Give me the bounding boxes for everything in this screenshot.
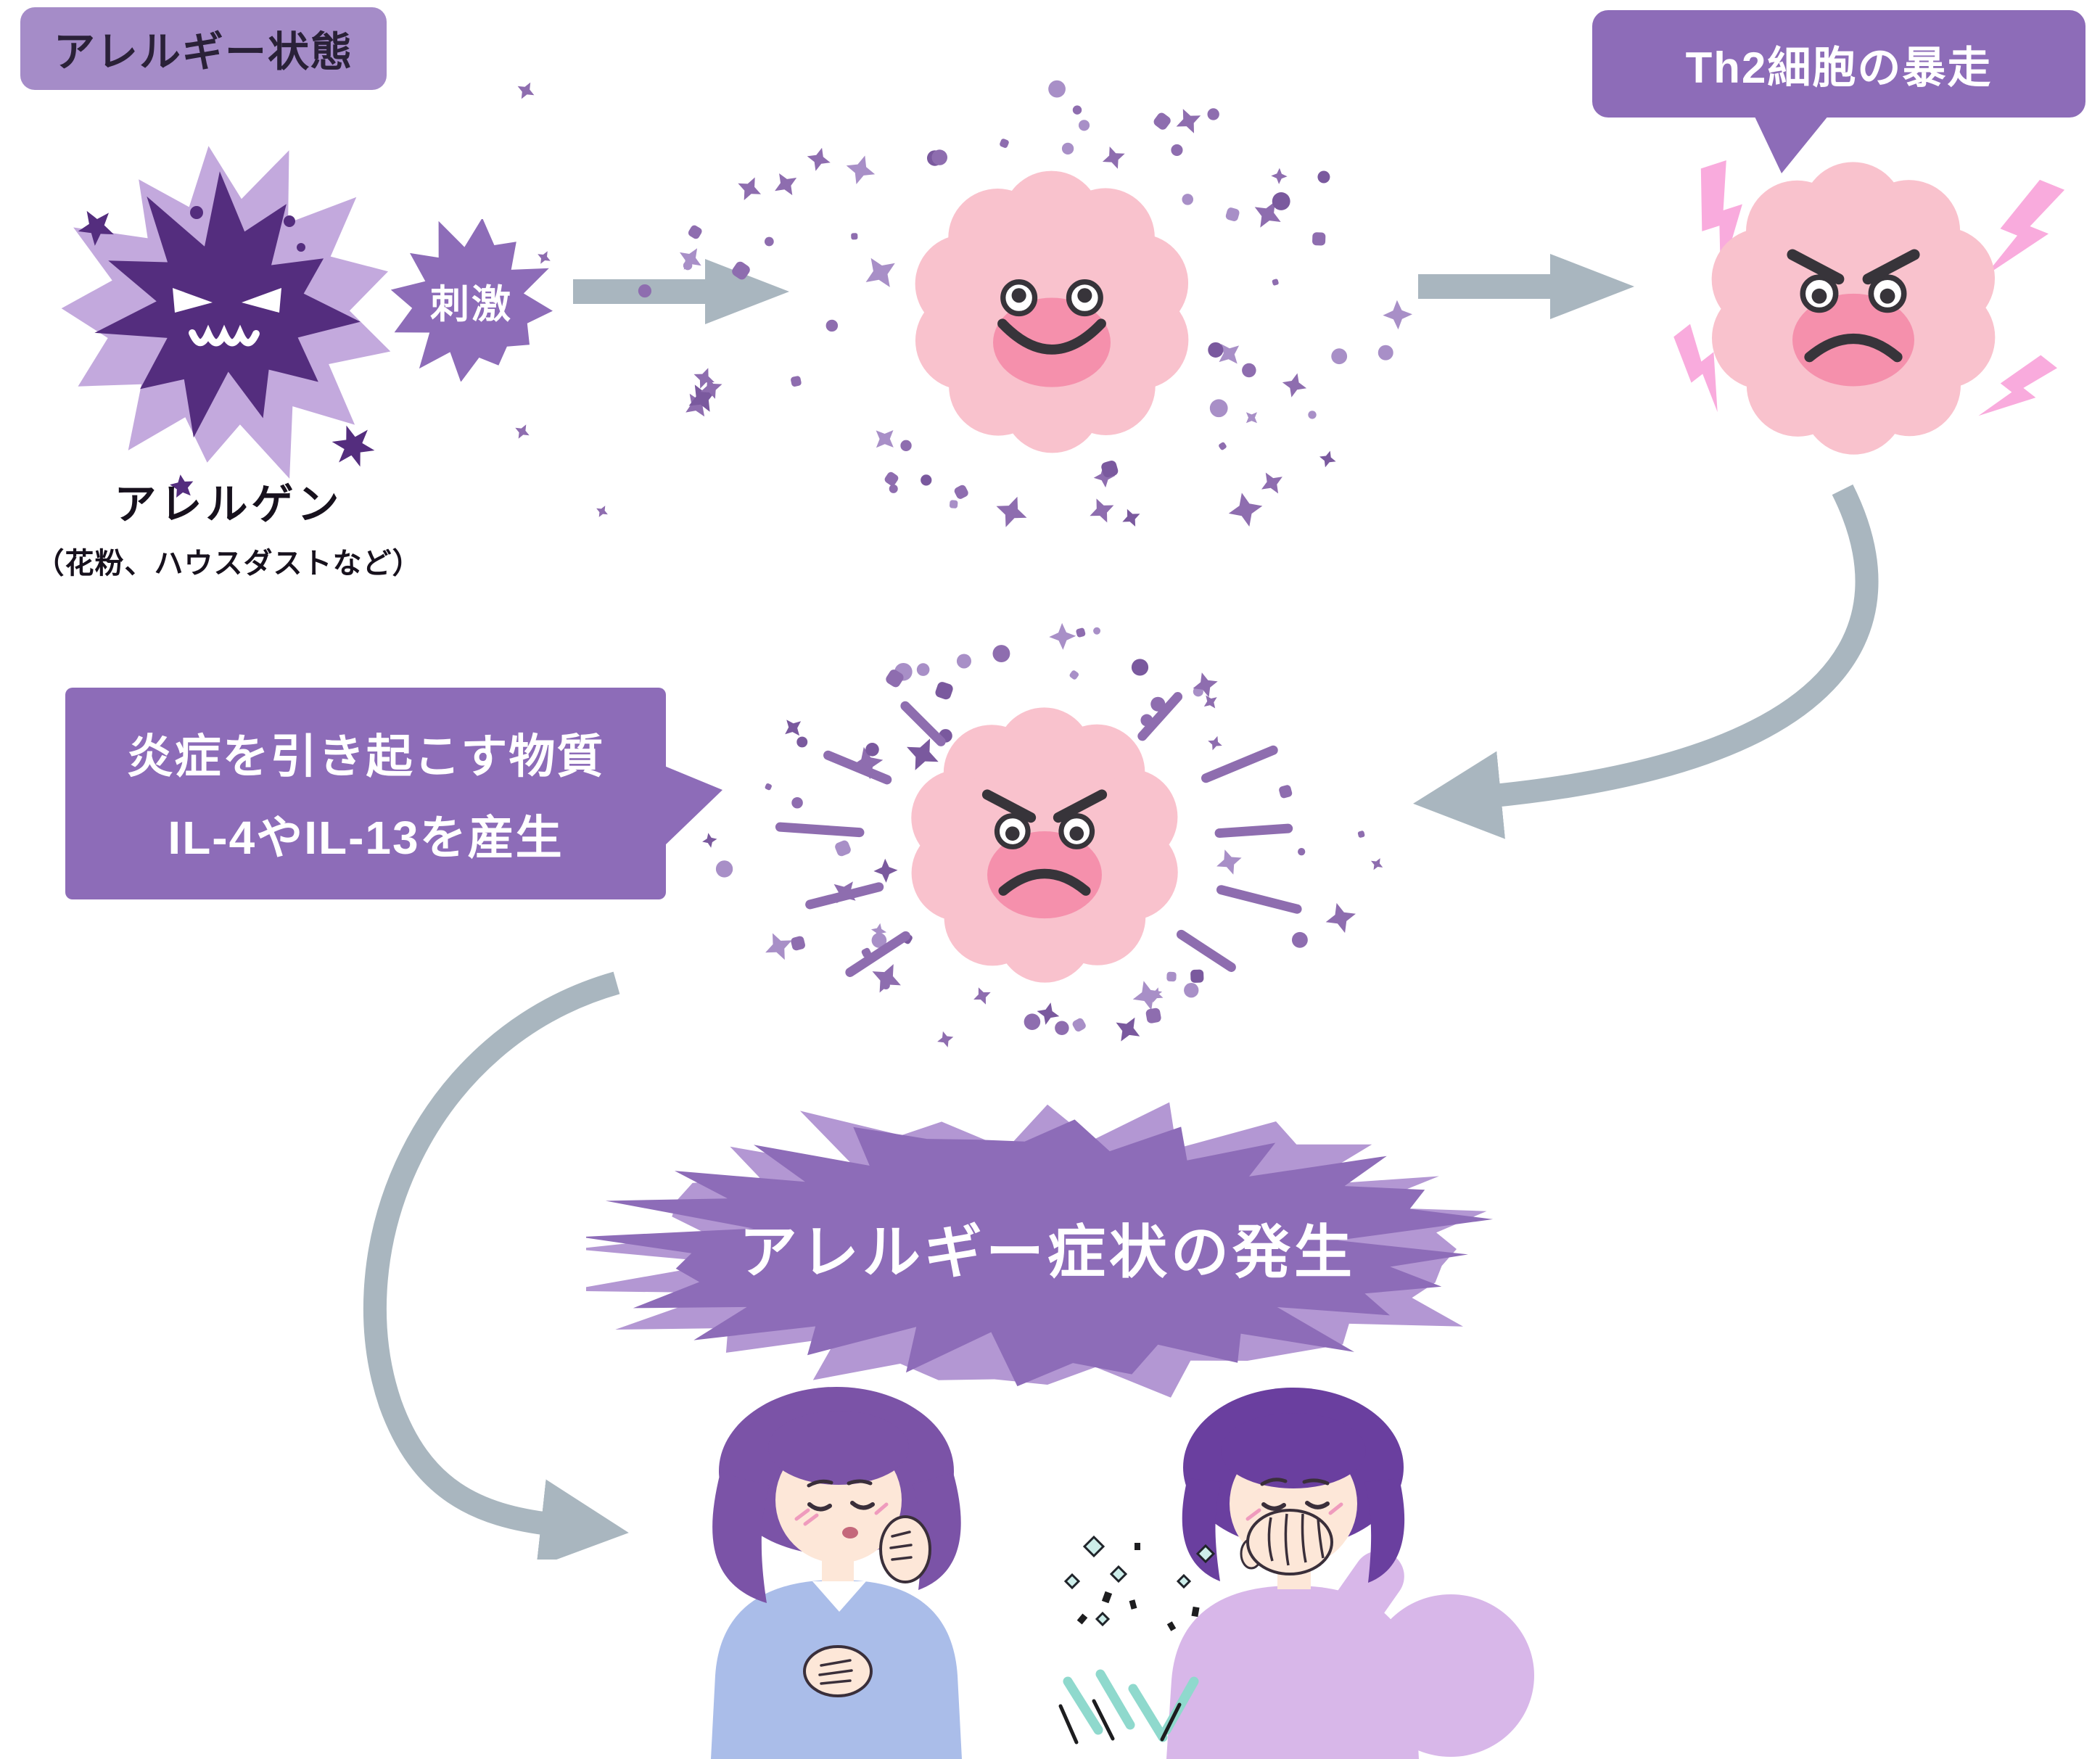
sneezing-people-illustration [711, 1387, 1534, 1759]
il-bubble-line2: IL-4やIL-13を産生 [168, 812, 564, 864]
curved-arrow-to-symptoms [363, 971, 629, 1560]
state-badge: アレルギー状態 [20, 7, 387, 90]
sneeze-particles [1058, 1535, 1216, 1744]
stimulus-label: 刺激 [430, 282, 513, 326]
cell-happy-body [915, 170, 1189, 453]
th2-cell-rampage [1673, 160, 2065, 455]
il-production-bubble: 炎症を引き起こす物質 IL-4やIL-13を産生 [65, 688, 722, 899]
stimulus-burst: 刺激 [390, 219, 553, 382]
curved-arrow-down-left [1413, 484, 1879, 839]
allergen-subtitle: （花粉、ハウスダストなど） [35, 548, 422, 580]
allergen-label: アレルゲン （花粉、ハウスダストなど） [0, 470, 457, 582]
th2-cell-producing-il [702, 622, 1383, 1047]
allergen-character [61, 146, 391, 498]
emission-lines [775, 692, 1302, 977]
th2-bubble-label: Th2細胞の暴走 [1685, 43, 1993, 92]
cell-angry-body [911, 707, 1178, 983]
stimulus-burst-shape [390, 219, 553, 382]
symptom-burst-shape [586, 1102, 1494, 1398]
symptom-burst: アレルギー症状の発生 [586, 1094, 1509, 1401]
people-figures [711, 1387, 1534, 1759]
cell-angry-body [1711, 162, 1996, 455]
state-badge-label: アレルギー状態 [54, 29, 353, 75]
person-right-sneezing [1166, 1388, 1534, 1759]
th2-speech-bubble: Th2細胞の暴走 [1592, 10, 2085, 173]
person-left-sneezing [711, 1387, 962, 1759]
arrow-right-2 [1418, 254, 1634, 319]
allergen-title: アレルゲン [114, 481, 343, 528]
symptom-label: アレルギー症状の発生 [739, 1220, 1356, 1285]
il-bubble-line1: 炎症を引き起こす物質 [126, 730, 605, 783]
particle-field [638, 80, 1412, 527]
naive-th2-cell-with-particles [515, 80, 1412, 527]
